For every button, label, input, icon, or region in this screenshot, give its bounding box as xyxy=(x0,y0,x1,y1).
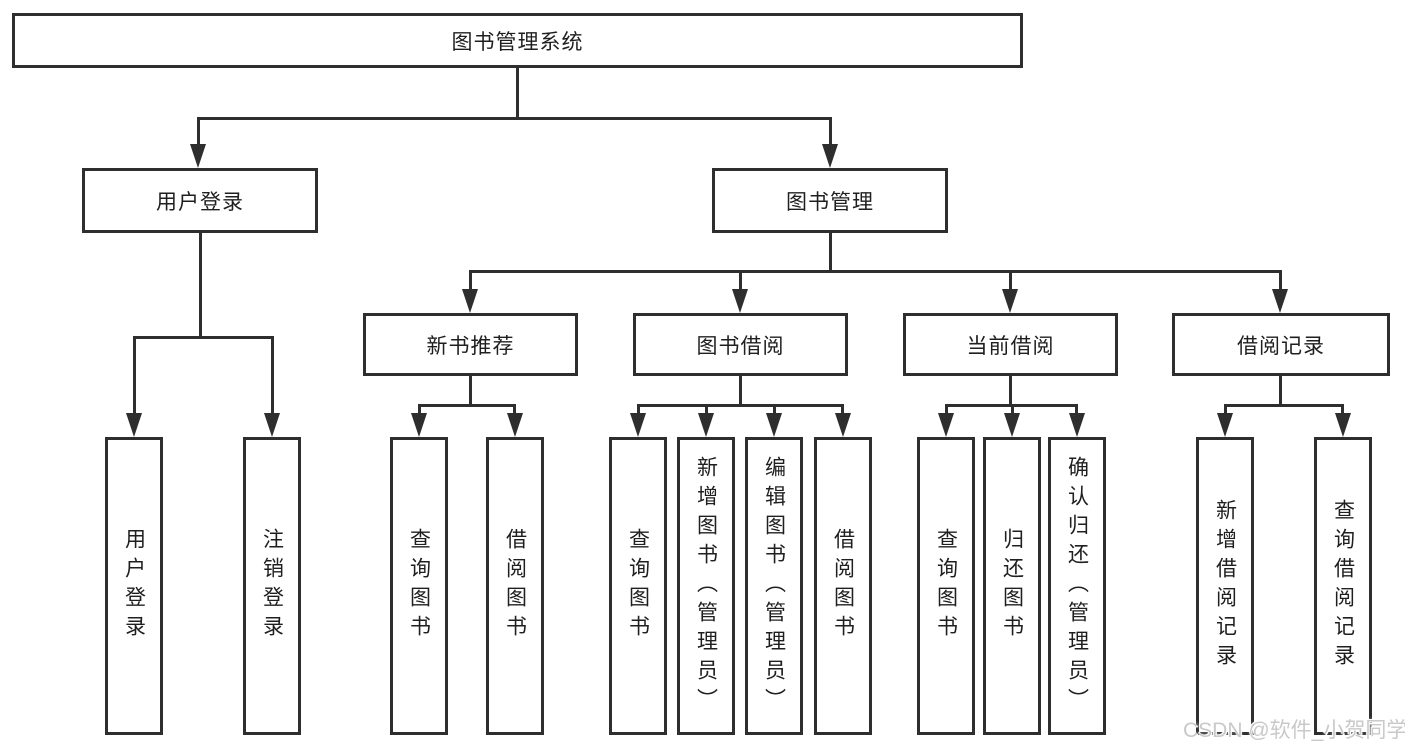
leaf-current-return-label: 归还图书 xyxy=(1000,528,1024,644)
connector-line xyxy=(637,404,640,416)
arrow-down-icon xyxy=(698,413,714,437)
node-borrow-records-label: 借阅记录 xyxy=(1237,334,1325,358)
connector-line xyxy=(1279,270,1282,291)
arrow-down-icon xyxy=(1002,289,1018,313)
node-current-borrow-label: 当前借阅 xyxy=(966,334,1055,358)
connector-line xyxy=(739,376,742,406)
leaf-borrow-query-label: 查询图书 xyxy=(626,528,650,644)
connector-line xyxy=(739,270,742,291)
node-borrow-records: 借阅记录 xyxy=(1172,313,1390,376)
leaf-newbook-borrow-label: 借阅图书 xyxy=(503,528,527,644)
connector-line xyxy=(1075,404,1078,416)
node-current-borrow: 当前借阅 xyxy=(903,313,1118,376)
arrow-down-icon xyxy=(462,289,478,313)
arrow-down-icon xyxy=(1069,413,1085,437)
connector-line xyxy=(773,404,776,416)
arrow-down-icon xyxy=(190,144,206,168)
arrow-down-icon xyxy=(264,413,280,437)
arrow-down-icon xyxy=(1272,289,1288,313)
leaf-records-add: 新增借阅记录 xyxy=(1196,437,1254,735)
node-new-book-recommend-label: 新书推荐 xyxy=(426,334,515,358)
connector-line xyxy=(829,117,832,147)
leaf-borrow-borrow-label: 借阅图书 xyxy=(831,528,855,644)
node-user-login: 用户登录 xyxy=(82,168,318,233)
connector-line xyxy=(197,117,200,147)
leaf-borrow-borrow: 借阅图书 xyxy=(814,437,872,735)
connector-line xyxy=(637,404,844,407)
csdn-watermark: CSDN @软件_小贺同学 xyxy=(1183,719,1405,742)
connector-line xyxy=(513,404,516,416)
connector-line xyxy=(271,336,274,415)
leaf-borrow-edit-label: 编辑图书（管理员） xyxy=(762,455,786,717)
connector-line xyxy=(1011,404,1014,416)
connector-line xyxy=(945,404,948,416)
node-root-label: 图书管理系统 xyxy=(451,30,584,54)
leaf-records-query-label: 查询借阅记录 xyxy=(1331,499,1355,673)
leaf-logout-label: 注销登录 xyxy=(260,528,284,644)
connector-line xyxy=(1009,270,1012,291)
arrow-down-icon xyxy=(126,413,142,437)
arrow-down-icon xyxy=(1335,413,1351,437)
connector-line xyxy=(1341,404,1344,416)
leaf-newbook-query: 查询图书 xyxy=(390,437,448,735)
node-book-manage-label: 图书管理 xyxy=(786,190,874,214)
connector-line xyxy=(1009,376,1012,406)
connector-line xyxy=(705,404,708,416)
arrow-down-icon xyxy=(630,413,646,437)
node-book-manage: 图书管理 xyxy=(712,168,948,233)
node-book-borrow-label: 图书借阅 xyxy=(696,334,785,358)
leaf-user-login-label: 用户登录 xyxy=(122,528,146,644)
leaf-borrow-edit: 编辑图书（管理员） xyxy=(745,437,803,735)
connector-line xyxy=(1224,404,1227,416)
connector-line xyxy=(197,117,831,120)
leaf-borrow-query: 查询图书 xyxy=(609,437,667,735)
node-book-borrow: 图书借阅 xyxy=(633,313,848,376)
arrow-down-icon xyxy=(1004,413,1020,437)
arrow-down-icon xyxy=(1217,413,1233,437)
node-user-login-label: 用户登录 xyxy=(156,190,244,214)
arrow-down-icon xyxy=(822,144,838,168)
leaf-current-return: 归还图书 xyxy=(983,437,1041,735)
leaf-borrow-add: 新增图书（管理员） xyxy=(677,437,735,735)
leaf-records-add-label: 新增借阅记录 xyxy=(1213,499,1237,673)
leaf-user-login: 用户登录 xyxy=(105,437,163,735)
arrow-down-icon xyxy=(732,289,748,313)
node-new-book-recommend: 新书推荐 xyxy=(363,313,578,376)
connector-line xyxy=(199,233,202,338)
connector-line xyxy=(469,270,472,291)
connector-line xyxy=(418,404,421,416)
connector-line xyxy=(829,233,832,272)
leaf-current-query: 查询图书 xyxy=(917,437,975,735)
connector-line xyxy=(418,404,516,407)
connector-line xyxy=(841,404,844,416)
leaf-current-confirm: 确认归还（管理员） xyxy=(1048,437,1106,735)
arrow-down-icon xyxy=(507,413,523,437)
connector-line xyxy=(1279,376,1282,406)
connector-line xyxy=(1224,404,1344,407)
arrow-down-icon xyxy=(766,413,782,437)
node-root: 图书管理系统 xyxy=(12,13,1023,68)
leaf-borrow-add-label: 新增图书（管理员） xyxy=(694,455,718,717)
leaf-current-query-label: 查询图书 xyxy=(934,528,958,644)
connector-line xyxy=(516,68,519,119)
connector-line xyxy=(469,376,472,406)
arrow-down-icon xyxy=(835,413,851,437)
arrow-down-icon xyxy=(411,413,427,437)
arrow-down-icon xyxy=(938,413,954,437)
connector-line xyxy=(133,336,274,339)
leaf-newbook-query-label: 查询图书 xyxy=(407,528,431,644)
leaf-newbook-borrow: 借阅图书 xyxy=(486,437,544,735)
leaf-records-query: 查询借阅记录 xyxy=(1314,437,1372,735)
leaf-current-confirm-label: 确认归还（管理员） xyxy=(1065,455,1089,717)
connector-line xyxy=(133,336,136,415)
leaf-logout: 注销登录 xyxy=(243,437,301,735)
connector-line xyxy=(469,270,1282,273)
